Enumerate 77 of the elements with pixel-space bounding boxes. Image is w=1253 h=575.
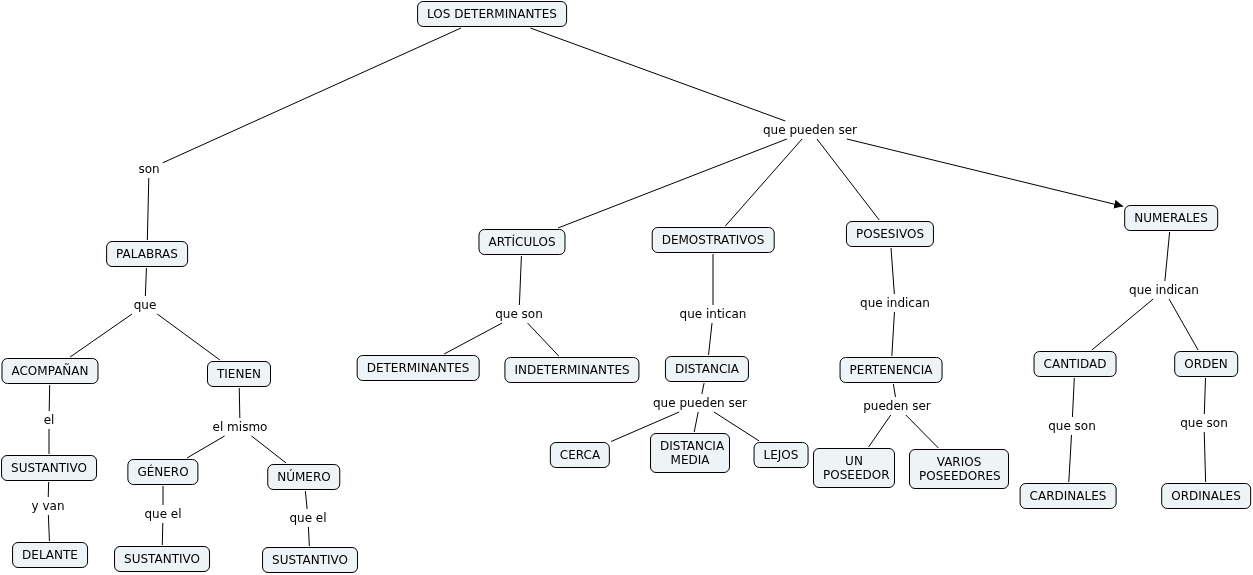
connector-line (443, 322, 503, 355)
concept-box: SUSTANTIVO (1, 455, 97, 481)
connector-line (161, 522, 164, 546)
connector-line (304, 490, 308, 510)
connector-line (518, 255, 522, 306)
connector-line (1164, 231, 1171, 282)
arrow (846, 138, 1124, 209)
connector-line (69, 313, 133, 358)
concept-box: LEJOS (753, 442, 809, 468)
connector-line (891, 311, 895, 357)
concept-box: DELANTE (12, 542, 88, 568)
connector-line (1203, 377, 1207, 415)
connector-line (529, 27, 786, 122)
concept-box: PALABRAS (106, 241, 188, 267)
connector-line (890, 247, 895, 295)
connector-line (144, 267, 147, 297)
connector-line (708, 322, 713, 356)
connector-line (48, 384, 51, 412)
connector-line (186, 435, 226, 459)
connector-line (238, 387, 241, 419)
linking-phrase: que el (142, 506, 184, 522)
connector-line (816, 138, 880, 221)
connector-line (892, 383, 896, 398)
connector-line (724, 138, 803, 227)
concept-box: NUMERALES (1124, 205, 1218, 231)
connector-line (1071, 377, 1075, 418)
linking-phrase: que pueden ser (651, 395, 749, 411)
concept-box: NÚMERO (267, 464, 341, 490)
linking-phrase: pueden ser (861, 398, 933, 414)
connector-line (307, 526, 310, 547)
concept-box: LOS DETERMINANTES (417, 1, 567, 27)
connector-line (868, 414, 892, 448)
concept-box: ORDEN (1174, 351, 1238, 377)
concept-box: DISTANCIA MEDIA (650, 433, 730, 473)
concept-box: PERTENENCIA (839, 357, 943, 383)
connector-line (146, 177, 150, 241)
concept-box: SUSTANTIVO (114, 546, 210, 572)
connector-line (712, 253, 714, 306)
connector-line (1203, 431, 1207, 483)
concept-box: UN POSEEDOR (813, 448, 895, 488)
connector-line (162, 27, 462, 164)
connector-line (251, 435, 287, 464)
connector-line (701, 382, 705, 395)
concept-box: VARIOS POSEEDORES (909, 449, 1009, 489)
connector-line (47, 514, 50, 542)
concept-box: POSESIVOS (845, 221, 935, 247)
linking-phrase: que pueden ser (761, 122, 859, 138)
concept-box: CANTIDAD (1033, 351, 1117, 377)
concept-box: GÉNERO (127, 459, 199, 485)
linking-phrase: que intican (677, 306, 749, 322)
concept-box: TIENEN (207, 361, 271, 387)
linking-phrase: que indican (1127, 282, 1201, 298)
concept-box: DETERMINANTES (356, 355, 480, 381)
concept-box: INDETERMINANTES (504, 357, 640, 383)
concept-box: SUSTANTIVO (262, 547, 358, 573)
concept-box: CERCA (549, 442, 611, 468)
connector-line (162, 485, 164, 506)
connector-line (48, 428, 50, 455)
concept-box: ACOMPAÑAN (1, 358, 99, 384)
connector-line (1091, 298, 1154, 351)
concept-box: DISTANCIA (664, 356, 750, 382)
concept-box: ORDINALES (1161, 483, 1251, 509)
linking-phrase: que el (287, 510, 329, 526)
linking-phrase: que indican (858, 295, 932, 311)
connector-line (47, 481, 50, 498)
connector-line (693, 411, 699, 433)
connector-line (610, 411, 680, 442)
connector-line (557, 138, 788, 229)
concept-box: ARTÍCULOS (478, 229, 566, 255)
connector-line (713, 411, 760, 442)
concept-box: DEMOSTRATIVOS (651, 227, 775, 253)
connector-line (527, 322, 560, 357)
connector-line (1168, 298, 1199, 351)
concept-box: CARDINALES (1019, 483, 1117, 509)
connector-line (156, 313, 221, 361)
connector-line (905, 414, 939, 449)
connector-line (1068, 434, 1072, 483)
